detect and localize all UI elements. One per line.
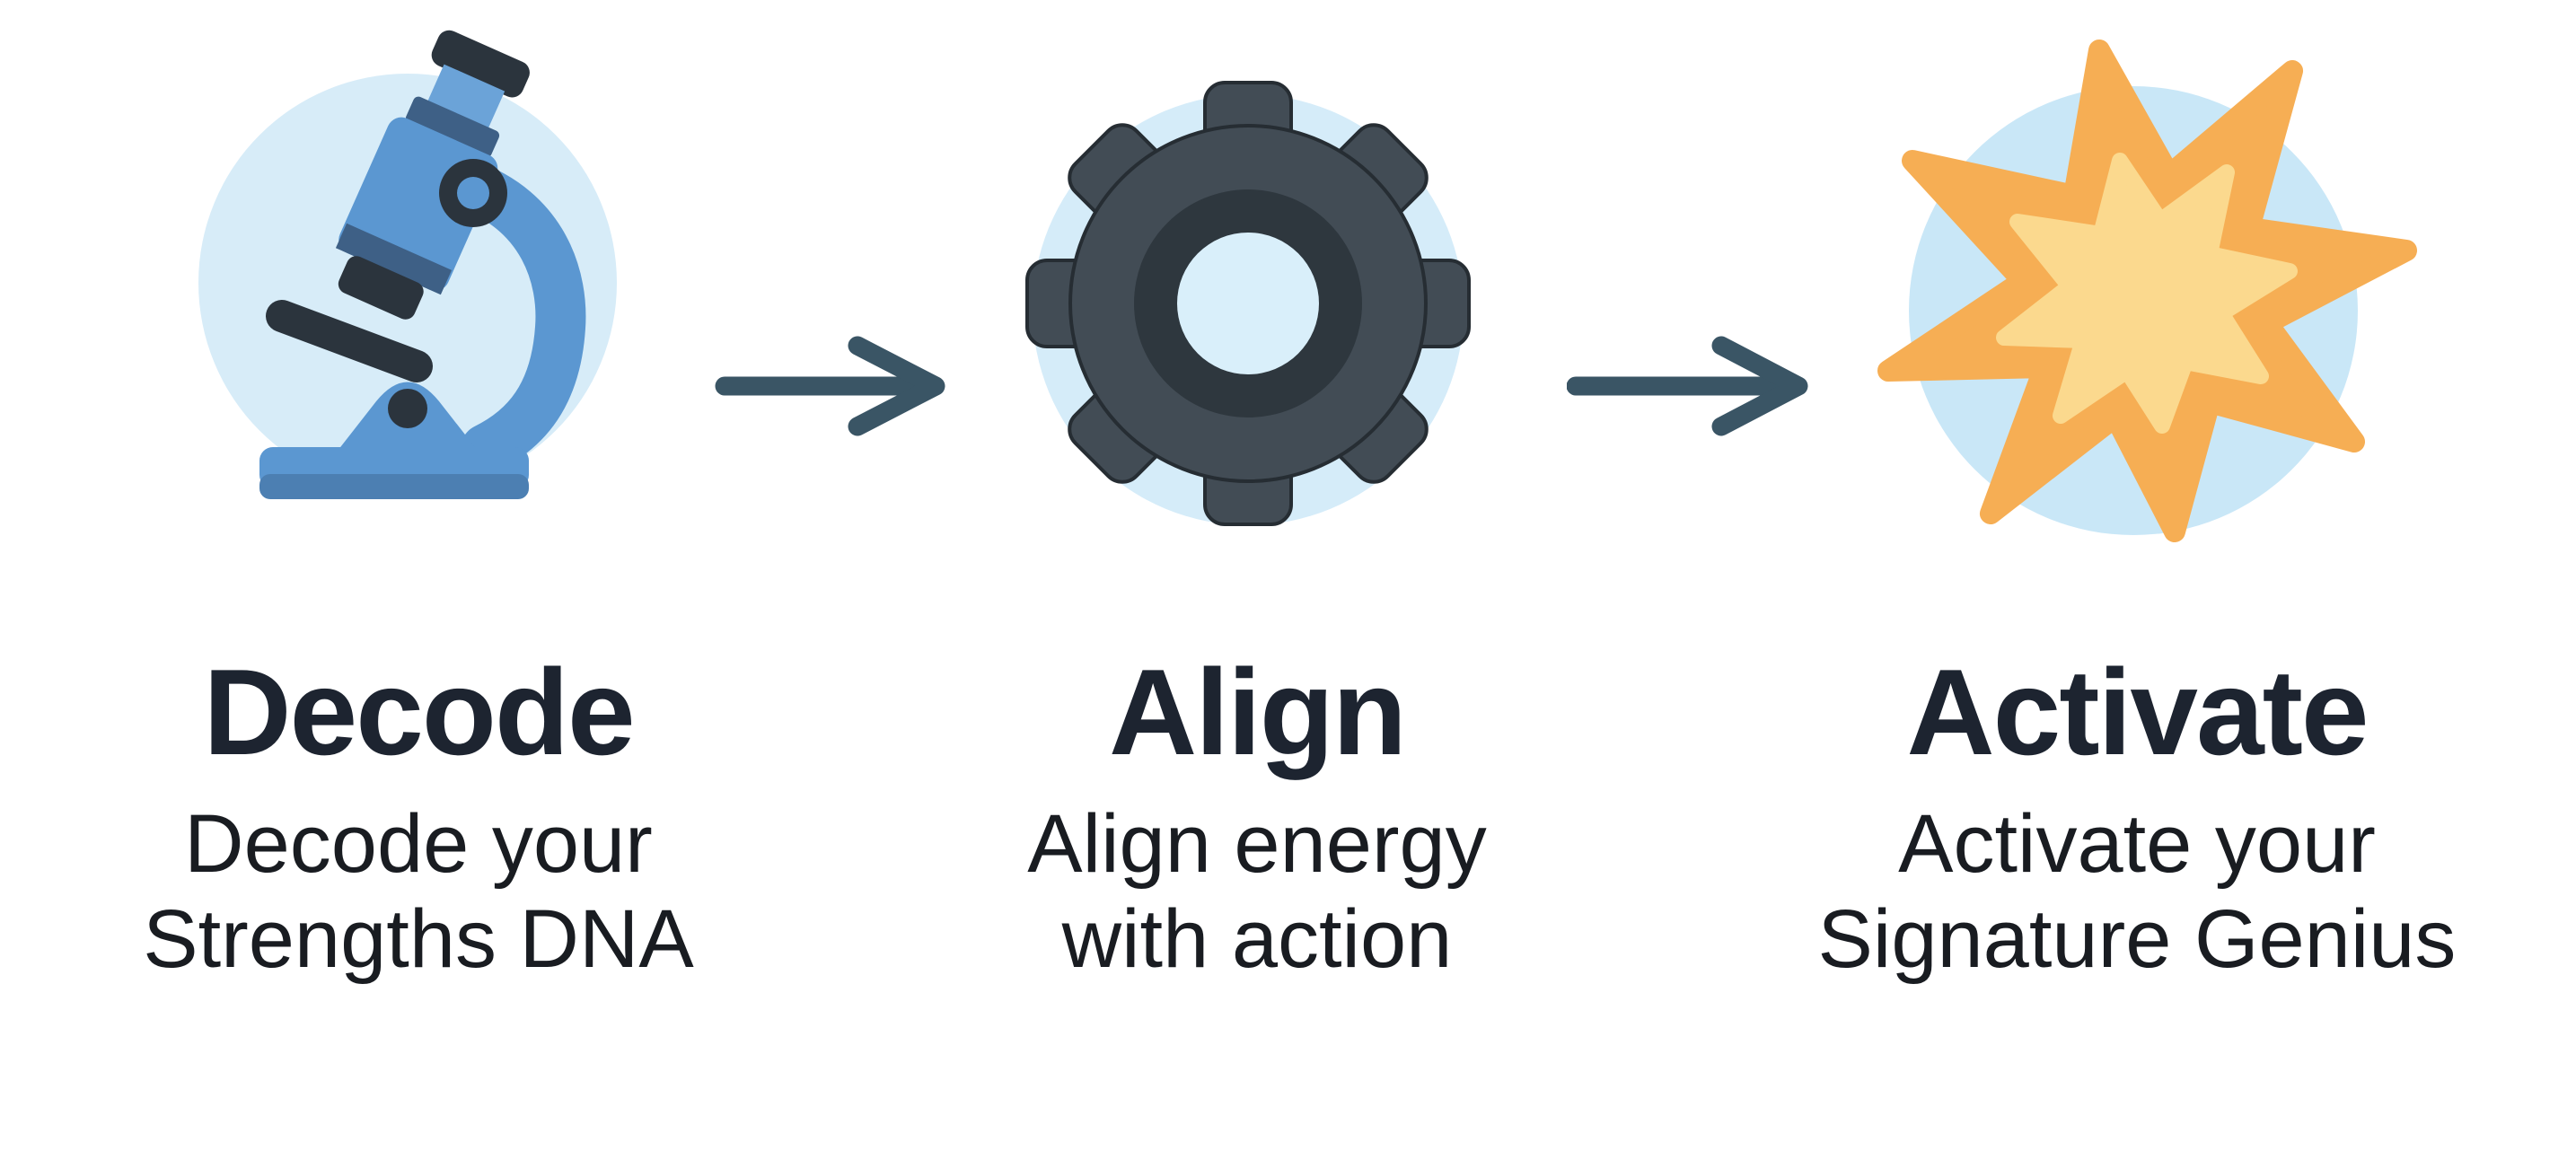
gear-icon <box>961 0 1553 682</box>
arrow-right-icon <box>1567 332 1809 440</box>
starburst-icon <box>1841 0 2433 682</box>
step-title-activate: Activate <box>1906 644 2369 780</box>
starburst-inner <box>1996 153 2298 434</box>
arrow-right-icon <box>714 332 947 440</box>
step-title-align: Align <box>1109 644 1407 780</box>
step-title-decode: Decode <box>203 644 635 780</box>
microscope-icon <box>122 0 715 682</box>
